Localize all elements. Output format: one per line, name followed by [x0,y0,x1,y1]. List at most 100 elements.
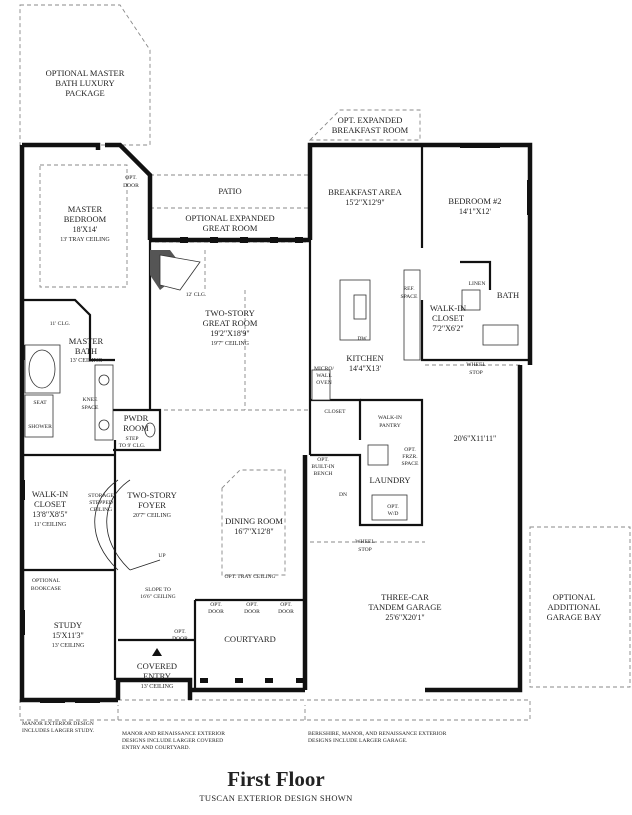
knee-space-1: KNEE [83,397,98,403]
wheel-stop-upper-2: STOP [469,370,483,376]
foyer-note: 20'7" CEILING [133,513,172,519]
windows [20,143,532,703]
opt-door-study-2: DOOR [172,636,188,642]
dw-label: DW [357,336,367,342]
opt-bookcase-1: OPTIONAL [32,578,61,584]
walk-in-pantry-1: WALK-IN [378,415,402,421]
opt-great-room-1: OPTIONAL EXPANDED [185,213,274,223]
wheel-stop-lower-1: WHEEL [355,539,375,545]
opt-breakfast-2: BREAKFAST ROOM [332,125,409,135]
shower-label: SHOWER [28,424,52,430]
built-in-bench-1: OPT. [317,457,329,463]
up-label: UP [158,553,165,559]
study-dim: 15'X11'3" [52,631,84,640]
pwdr-note-2: TO 9' CLG. [119,443,146,449]
garage-name-2: TANDEM GARAGE [368,602,441,612]
dining-room-name: DINING ROOM [225,516,283,526]
opt-master-bath-line-3: PACKAGE [65,88,104,98]
slope-to-2: 16'6" CEILING [140,594,175,600]
note-manor-study-2: INCLUDES LARGER STUDY. [22,728,95,734]
slope-to-1: SLOPE TO [145,587,171,593]
room-labels: OPTIONAL MASTER BATH LUXURY PACKAGE OPT.… [28,68,601,690]
pwdr-room-1: PWDR [124,413,149,423]
optional-area-outlines [19,4,631,721]
opt-master-bath-line-2: BATH LUXURY [55,78,114,88]
patio-label: PATIO [218,186,241,196]
dn-label: DN [339,492,347,498]
wheel-stop-upper-1: WHEEL [466,362,486,368]
seat-label: SEAT [33,400,47,406]
pwdr-room-2: ROOM [123,423,149,433]
opt-door-master-1: OPT. [125,175,137,181]
garage-dim: 25'6"X20'1" [385,613,424,622]
ref-space-1: REF. [403,286,415,292]
ceiling-12-label: 12' CLG. [186,292,207,298]
master-bath-note: 13' CEILING [70,358,103,364]
walk-in-pantry-2: PANTRY [379,423,401,429]
note-garage-2: DESIGNS INCLUDE LARGER GARAGE. [308,738,408,744]
interior-walls [22,145,530,690]
master-bedroom-note: 13' TRAY CEILING [60,237,110,243]
note-entry-3: ENTRY AND COURTYARD. [122,745,191,751]
dining-room-dim: 16'7"X12'8" [234,527,273,536]
covered-entry-2: ENTRY [143,671,171,681]
opt-wd-1: OPT. [387,504,399,510]
closet-label: CLOSET [324,409,346,415]
opt-door-study-1: OPT. [174,629,186,635]
bedroom-2-name: BEDROOM #2 [448,196,501,206]
covered-entry-1: COVERED [137,661,177,671]
courtyard-label: COURTYARD [224,634,275,644]
kitchen-dim: 14'4"X13' [349,364,381,373]
opt-frzr-2: FRZR. [402,454,418,460]
walk-in-closet-master-dim: 13'8"X8'5" [32,510,67,519]
linen-label: LINEN [469,281,486,287]
study-name: STUDY [54,620,82,630]
micro-wall-oven-1: MICRO/ [314,366,334,372]
ref-space-2: SPACE [401,294,418,300]
great-room-name-2: GREAT ROOM [203,318,258,328]
foyer-name-1: TWO-STORY [127,490,176,500]
plan-title: First Floor [227,767,324,791]
great-room-name-1: TWO-STORY [205,308,254,318]
walk-in-closet-2-dim: 7'2"X6'2" [432,324,463,333]
ceiling-11-label: 11' CLG. [50,321,71,327]
bath-label: BATH [497,290,519,300]
study-note: 13' CEILING [52,643,85,649]
plan-subtitle: TUSCAN EXTERIOR DESIGN SHOWN [199,793,352,803]
master-bedroom-dim: 18'X14' [73,225,98,234]
opt-garage-bay-2: ADDITIONAL [548,602,601,612]
great-room-dim: 19'2"X18'9" [210,329,249,338]
walk-in-closet-master-note: 11' CEILING [34,522,67,528]
master-bath-name-2: BATH [75,346,97,356]
master-bedroom-name-2: BEDROOM [64,214,107,224]
footnotes: MANOR EXTERIOR DESIGN INCLUDES LARGER ST… [22,721,447,751]
opt-bookcase-2: BOOKCASE [31,586,62,592]
storage-2: STEPPED [89,500,113,506]
garage-upper-dim: 20'6"X11'11" [454,434,497,443]
covered-entry-note: 13' CEILING [141,684,174,690]
opt-frzr-3: SPACE [402,461,419,467]
breakfast-area-dim: 15'2"X12'9" [345,198,384,207]
note-entry-1: MANOR AND RENAISSANCE EXTERIOR [122,731,225,737]
walk-in-closet-master-1: WALK-IN [32,489,68,499]
opt-door-2-b: DOOR [244,609,260,615]
note-manor-study-1: MANOR EXTERIOR DESIGN [22,721,94,727]
micro-wall-oven-2: WALL [316,373,332,379]
opt-great-room-2: GREAT ROOM [203,223,258,233]
master-bath-name-1: MASTER [69,336,104,346]
note-entry-2: DESIGNS INCLUDE LARGER COVERED [122,738,223,744]
opt-door-master-2: DOOR [123,183,139,189]
great-room-note: 19'7" CEILING [211,341,250,347]
storage-1: STORAGE [88,493,114,499]
opt-door-3-b: DOOR [278,609,294,615]
garage-name-1: THREE-CAR [381,592,429,602]
opt-door-1-a: OPT. [210,602,222,608]
foyer-name-2: FOYER [138,500,166,510]
opt-frzr-1: OPT. [404,447,416,453]
opt-tray-ceiling: OPT. TRAY CEILING [224,574,275,580]
fixtures [24,250,519,656]
note-garage-1: BERKSHIRE, MANOR, AND RENAISSANCE EXTERI… [308,731,447,737]
opt-wd-2: W/D [388,511,399,517]
walk-in-closet-2-name-1: WALK-IN [430,303,466,313]
